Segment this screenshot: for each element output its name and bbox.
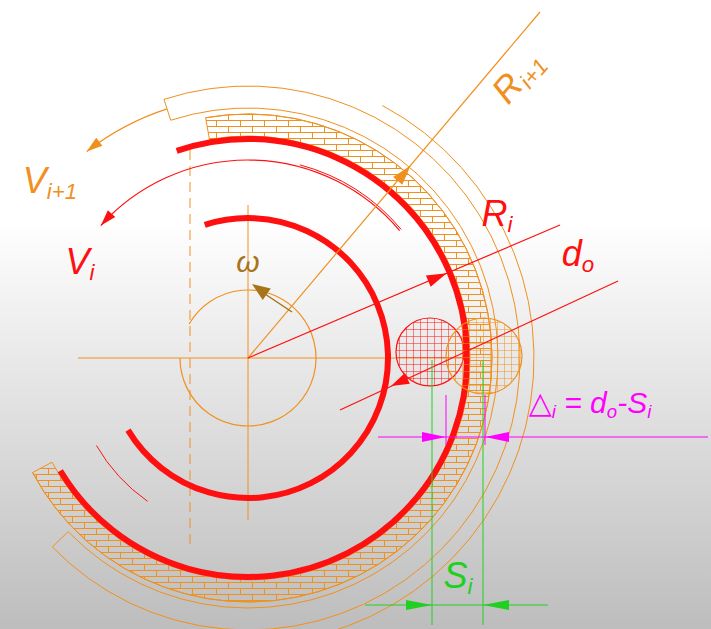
lining-outer-edge [33,114,492,602]
symbol: V [66,241,90,282]
subscript: o [607,401,617,422]
symbol: R [482,193,508,234]
radius-line-inner [248,225,560,358]
velocity-arc-outer [87,109,167,152]
velocity-label: Vi+1 [23,163,77,204]
symbol: d [562,233,582,274]
overlap-arrowhead [485,432,509,442]
rotation-arrowhead [252,284,271,300]
dimension-arrowhead [483,600,509,610]
symbol: -S [617,386,647,419]
overlap-formula: △i = do-Si [529,388,652,422]
velocity-arrowhead [87,138,103,152]
radius-line-outer [248,12,540,358]
subscript: i [468,574,473,599]
load-arc [300,165,401,230]
symbol: V [23,160,47,201]
diameter-arrowhead [391,373,410,386]
subscript: i [647,401,651,422]
symbol: = d [556,386,607,419]
rotation-arrow [262,292,292,312]
angular-velocity-label: ω [236,247,259,277]
outer-layer-arc [60,139,467,577]
symbol: ω [236,245,259,278]
radius-arrowhead [393,166,410,185]
diameter-label: do [562,236,594,277]
velocity-label: Vi [66,244,95,285]
dimension-extension [483,360,484,625]
dimension-line [365,605,548,606]
dimension-extension [432,360,433,625]
overlap-extension [446,395,447,445]
dimension-label: Si [444,558,473,599]
symbol: △ [529,386,552,419]
subscript: i [90,260,95,285]
drive-circle [180,290,316,426]
overlap-arrowhead [422,432,446,442]
subscript: i [508,212,513,237]
dimension-arrowhead [406,600,432,610]
lining-band [33,114,492,602]
radius-arrowhead [426,273,447,286]
load-arc [96,446,147,502]
overlap-extension [485,395,486,445]
subscript: i [552,401,556,422]
subscript: i+1 [47,179,77,204]
velocity-arrowhead [101,210,115,225]
symbol: S [444,555,468,596]
inner-layer-arc [128,218,388,498]
radius-label: Ri [482,196,513,237]
radius-label: Ri+1 [485,43,552,112]
subscript: o [582,252,594,277]
